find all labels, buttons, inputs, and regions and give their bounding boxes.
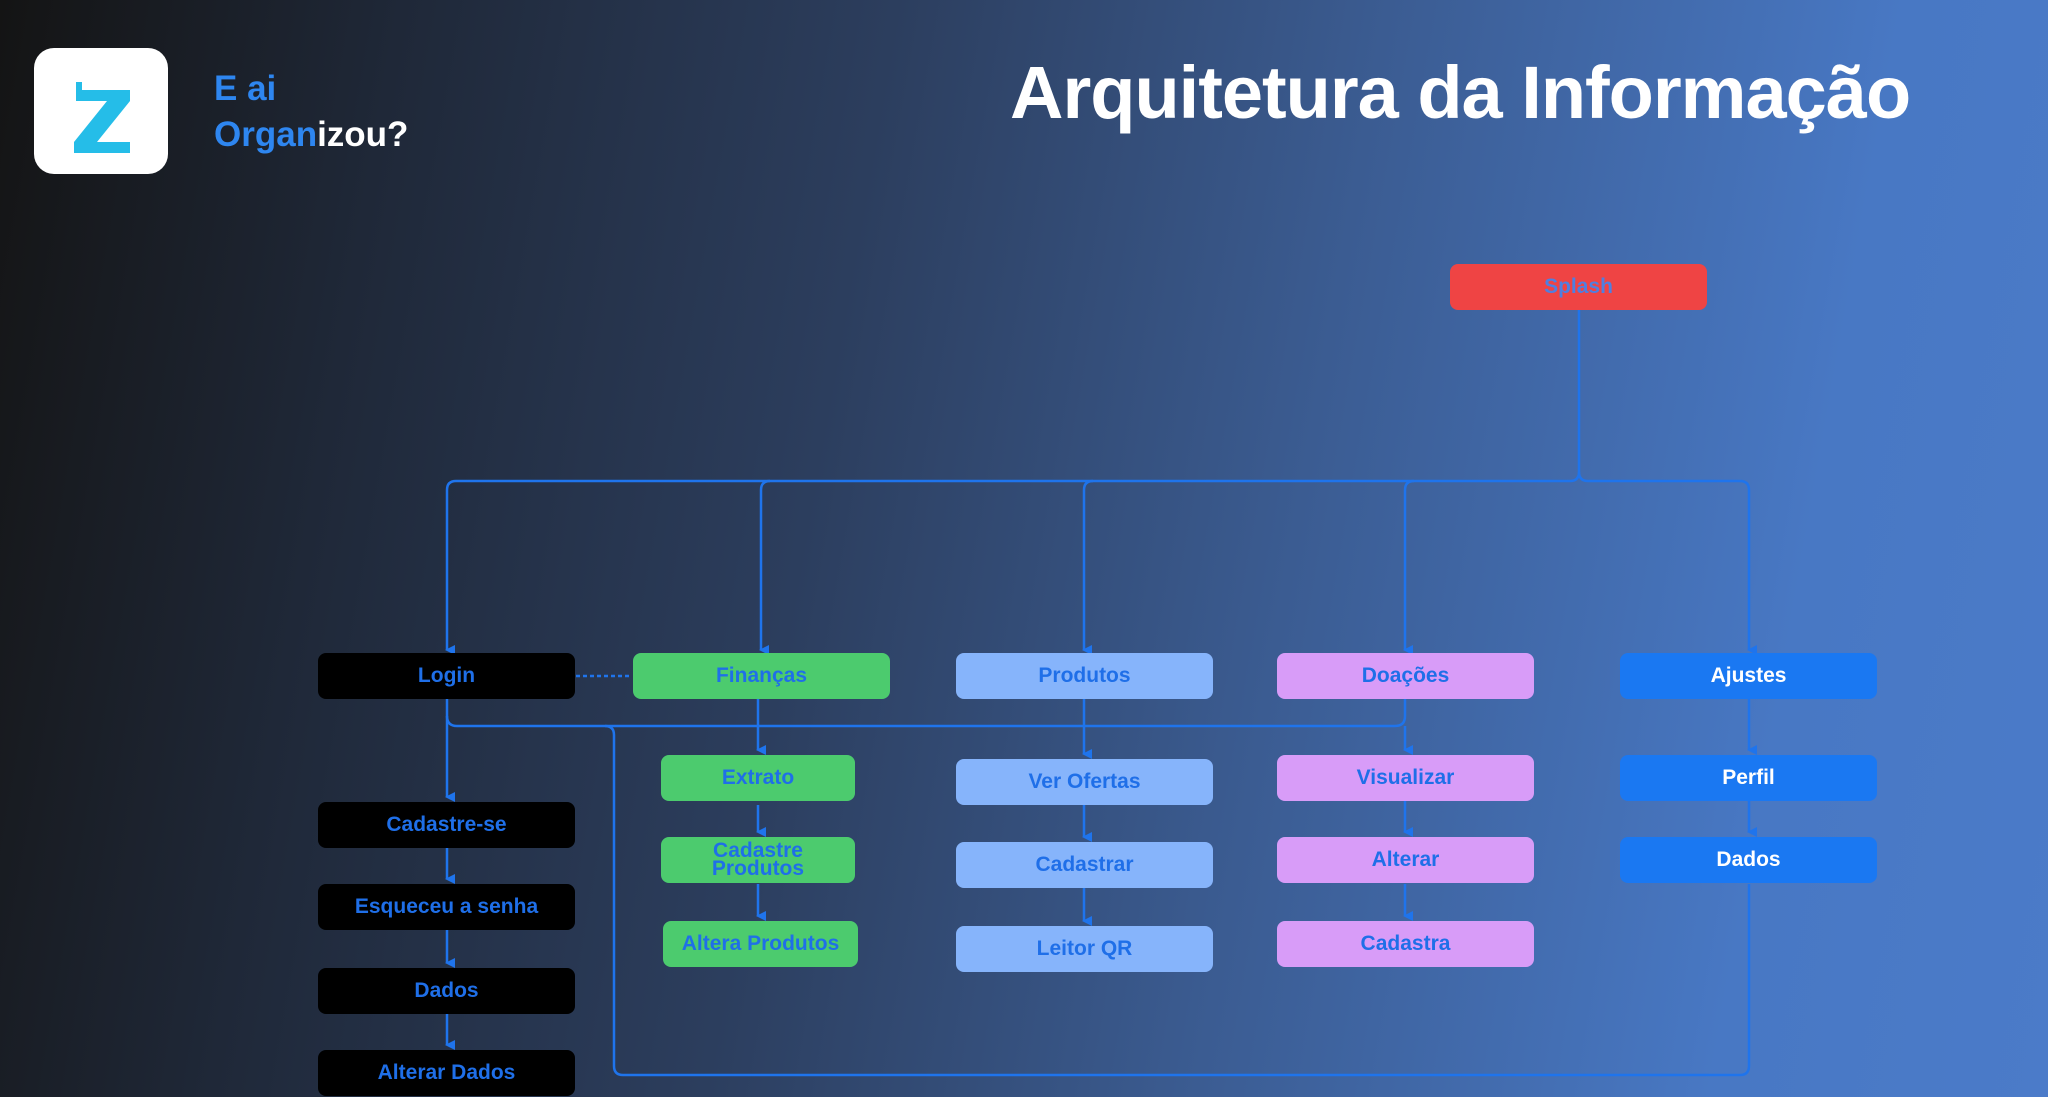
node-ajustes[interactable]: Ajustes [1620, 653, 1877, 699]
node-visualizar[interactable]: Visualizar [1277, 755, 1534, 801]
node-cadastra[interactable]: Cadastra [1277, 921, 1534, 967]
node-alterar-dados[interactable]: Alterar Dados [318, 1050, 575, 1096]
z-logo-icon [74, 82, 130, 153]
node-produtos[interactable]: Produtos [956, 653, 1213, 699]
page-title: Arquitetura da Informação [1010, 51, 1911, 134]
node-alterar[interactable]: Alterar [1277, 837, 1534, 883]
brand-accent: Organ [214, 115, 318, 154]
node-financas[interactable]: Finanças [633, 653, 890, 699]
node-cadastrar[interactable]: Cadastrar [956, 842, 1213, 888]
node-altera-produtos[interactable]: Altera Produtos [663, 921, 858, 967]
node-login[interactable]: Login [318, 653, 575, 699]
brand-rest: izou? [317, 115, 409, 154]
node-leitor-qr[interactable]: Leitor QR [956, 926, 1213, 972]
brand-name: E ai Organizou? [214, 66, 408, 158]
node-ver-ofertas[interactable]: Ver Ofertas [956, 759, 1213, 805]
node-perfil[interactable]: Perfil [1620, 755, 1877, 801]
node-splash[interactable]: Splash [1450, 264, 1707, 310]
app-logo [34, 48, 168, 174]
node-cadastre-se[interactable]: Cadastre-se [318, 802, 575, 848]
node-doacoes[interactable]: Doações [1277, 653, 1534, 699]
node-dados[interactable]: Dados [318, 968, 575, 1014]
brand-line1: E ai [214, 69, 277, 108]
brand-line2: Organizou? [214, 112, 408, 158]
node-extrato[interactable]: Extrato [661, 755, 855, 801]
node-ajustes-dados[interactable]: Dados [1620, 837, 1877, 883]
node-esqueceu-senha[interactable]: Esqueceu a senha [318, 884, 575, 930]
node-cadastre-produtos[interactable]: Cadastre Produtos [661, 837, 855, 883]
